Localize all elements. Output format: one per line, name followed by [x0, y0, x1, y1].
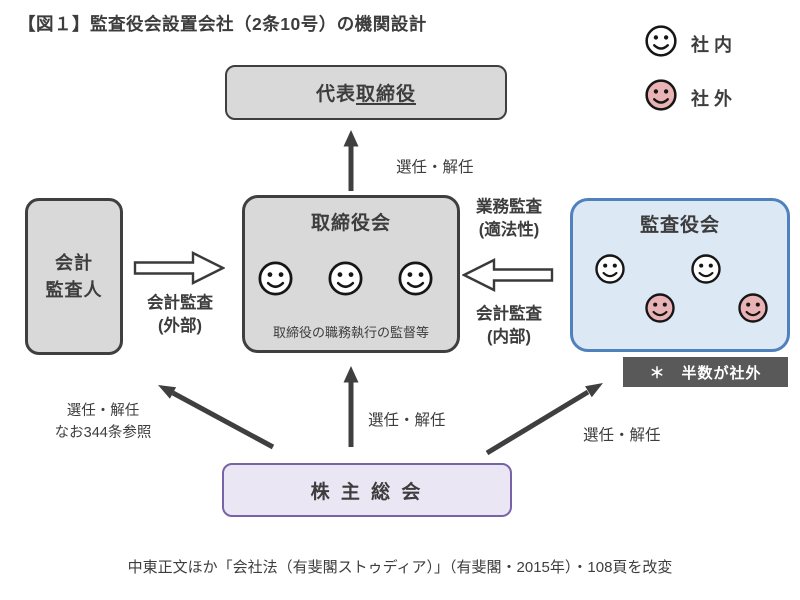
legend-item-internal: 社 内	[644, 24, 732, 63]
box-audit-board: 監査役会	[570, 198, 790, 352]
board-to-representative-arrow	[343, 130, 359, 191]
legend: 社 内 社 外	[644, 24, 732, 117]
member-icon-internal	[398, 261, 433, 296]
member-icon-external	[645, 293, 675, 323]
member-icon-internal	[645, 25, 677, 57]
member-icon-internal	[595, 254, 625, 284]
board-of-directors-title: 取締役会	[310, 213, 391, 234]
legend-item-external: 社 外	[644, 78, 732, 117]
member-icon-external	[645, 79, 677, 111]
appoint-dismiss-left-label: 選任・解任 なお344条参照	[54, 403, 152, 441]
box-shareholders-meeting: 株 主 総 会	[222, 463, 512, 517]
appoint-dismiss-right-label: 選任・解任	[583, 427, 661, 444]
appoint-dismiss-top-label: 選任・解任	[396, 159, 474, 176]
legend-internal-label: 社 内	[691, 34, 733, 55]
source-caption: 中東正文ほか「会社法（有斐閣ストゥディア）」（有斐閣・2015年）・108頁を改…	[127, 559, 673, 576]
audit-board-members-row2	[644, 292, 769, 324]
audit-board-members-row1	[594, 253, 722, 285]
auditor-to-board-arrow	[133, 251, 225, 285]
box-accounting-auditor: 会計 監査人	[25, 198, 123, 355]
audit-board-title: 監査役会	[639, 215, 720, 236]
appoint-dismiss-center-label: 選任・解任	[368, 412, 446, 429]
member-icon-internal	[328, 261, 363, 296]
accounting-audit-internal-label: 会計監査 (内部)	[476, 305, 542, 347]
box-representative-director: 代表取締役	[225, 65, 507, 120]
operational-audit-label: 業務監査 (適法性)	[476, 198, 542, 240]
accounting-auditor-label-line2: 監査人	[45, 279, 103, 300]
board-of-directors-note: 取締役の職務執行の監督等	[272, 325, 429, 340]
accounting-audit-external-label: 会計監査 (外部)	[147, 294, 213, 336]
legend-internal-smiley-icon	[644, 24, 678, 63]
representative-director-label: 代表取締役	[315, 84, 417, 105]
meeting-to-board-arrow	[343, 366, 359, 447]
member-icon-external	[738, 293, 768, 323]
auditboard-to-board-arrow	[462, 258, 554, 292]
legend-external-label: 社 外	[691, 88, 733, 109]
accounting-auditor-label-line1: 会計	[55, 252, 93, 273]
member-icon-internal	[691, 254, 721, 284]
figure-title: 【図１】監査役会設置会社（2条10号）の機関設計	[18, 14, 427, 34]
box-board-of-directors: 取締役会 取締役の職務執行の監督等	[242, 195, 460, 353]
member-icon-internal	[258, 261, 293, 296]
audit-board-footnote-badge: ＊ 半数が社外	[623, 357, 788, 387]
meeting-to-auditor-arrow	[158, 385, 275, 450]
board-members	[257, 260, 434, 297]
legend-external-smiley-icon	[644, 78, 678, 117]
meeting-to-auditboard-arrow	[485, 383, 603, 456]
